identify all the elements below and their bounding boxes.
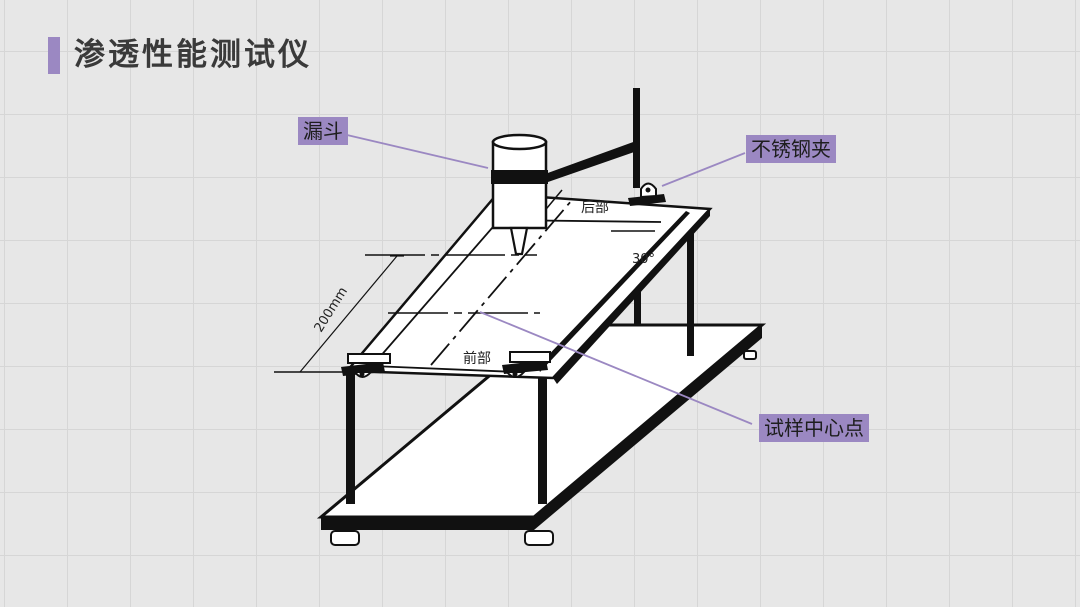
base-foot-back (743, 350, 757, 360)
specimen-centerline (430, 199, 573, 366)
base-foot-left (330, 530, 360, 546)
dimension-line (299, 255, 398, 373)
support-post (633, 88, 640, 188)
leg-back-left (634, 272, 641, 324)
leg-back-right (687, 226, 694, 356)
page-title: 渗透性能测试仪 (74, 37, 312, 73)
clamp-back (628, 182, 666, 206)
angle-label: 30° (632, 252, 655, 267)
title-accent-bar (48, 37, 60, 74)
rear-label: 后部 (581, 200, 609, 216)
front-label: 前部 (463, 350, 491, 367)
inclined-board-edge (553, 209, 710, 384)
leg-front-right (538, 374, 547, 504)
specimen-center-callout: 试样中心点 (759, 414, 869, 442)
funnel-callout: 漏斗 (298, 117, 348, 145)
dimension-label: 200mm (312, 285, 351, 335)
specimen-bottom-line (371, 365, 518, 373)
funnel-arm (545, 141, 640, 182)
funnel-body (491, 140, 548, 230)
clamp-front-left (341, 353, 391, 378)
funnel-leader-line (346, 134, 489, 169)
clamp-callout: 不锈钢夹 (746, 135, 836, 163)
funnel-band (491, 170, 548, 184)
funnel-spout (509, 226, 529, 256)
clamp-front-right (502, 351, 551, 378)
leg-front-left (346, 370, 355, 504)
base-platform-front (321, 517, 534, 530)
inclined-board-right-strip (538, 211, 690, 372)
funnel-rim (491, 133, 548, 151)
center-leader-line (479, 311, 753, 425)
clamp-leader-line (661, 152, 746, 187)
base-platform-side (534, 325, 762, 530)
base-foot-right (524, 530, 554, 546)
